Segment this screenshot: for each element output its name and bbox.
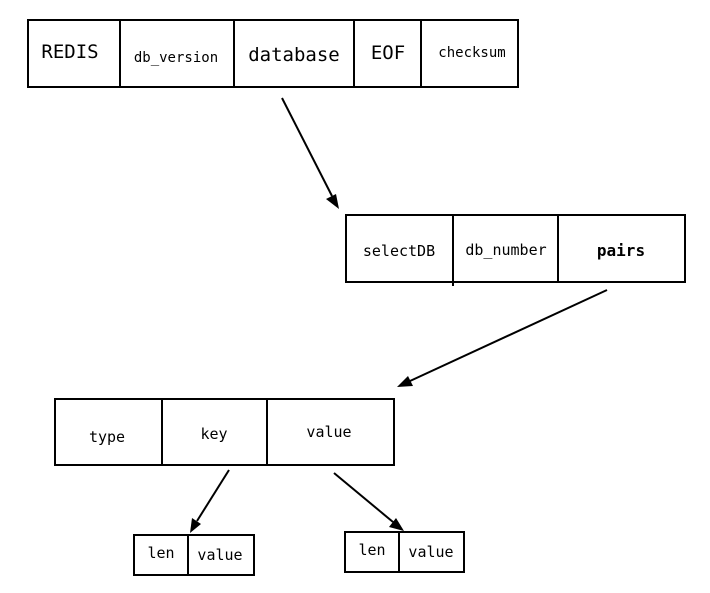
arrow-head xyxy=(389,518,404,531)
cell-key-value: value xyxy=(197,546,242,564)
cell-value-value: value xyxy=(408,543,453,561)
arrow-line xyxy=(409,289,608,382)
cell-db-number: db_number xyxy=(465,241,546,259)
cell-redis: REDIS xyxy=(41,41,98,63)
cell-type: type xyxy=(89,428,125,446)
database-row: selectDB db_number pairs xyxy=(345,214,686,286)
arrow-value-to-encoding xyxy=(333,472,404,531)
cell-key-len: len xyxy=(147,544,174,562)
key-encoding-row: len value xyxy=(133,534,255,576)
arrow-pairs-to-pair-row xyxy=(397,289,608,387)
pair-row: type key value xyxy=(54,398,395,466)
cell-db-version: db_version xyxy=(134,50,218,66)
cell-pairs: pairs xyxy=(597,241,645,260)
rdb-file-row: REDIS db_version database EOF checksum xyxy=(27,19,519,88)
arrow-line xyxy=(333,472,394,523)
value-encoding-row: len value xyxy=(344,531,465,573)
cell-selectdb: selectDB xyxy=(363,242,435,260)
cell-key: key xyxy=(200,425,227,443)
cell-value: value xyxy=(306,423,351,441)
cell-checksum: checksum xyxy=(438,45,505,61)
cell-eof: EOF xyxy=(371,42,405,64)
arrow-line xyxy=(281,97,333,197)
rdb-file-box xyxy=(27,19,519,88)
arrow-key-to-encoding xyxy=(190,469,230,533)
arrow-head xyxy=(326,194,339,209)
key-encoding-box xyxy=(133,534,255,576)
arrow-head xyxy=(397,376,413,387)
value-encoding-box xyxy=(344,531,465,573)
cell-database: database xyxy=(248,44,340,66)
database-box xyxy=(345,214,686,283)
cell-value-len: len xyxy=(358,541,385,559)
pair-box xyxy=(54,398,395,466)
arrow-line xyxy=(196,469,230,522)
arrow-database-to-db-row xyxy=(281,97,339,209)
arrow-head xyxy=(190,518,201,533)
